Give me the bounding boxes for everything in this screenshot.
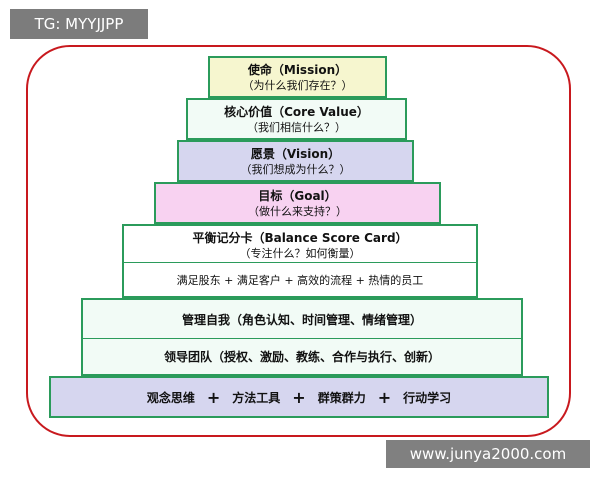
tier-vision: 愿景（Vision） （我们想成为什么？） [177,140,414,182]
core-value-question: （我们相信什么？） [247,120,346,134]
vision-title: 愿景（Vision） [250,146,341,161]
balance-perspectives: 满足股东 + 满足客户 + 高效的流程 + 热情的员工 [176,274,424,287]
tier-mission: 使命（Mission） （为什么我们存在？） [208,56,387,98]
base-item-mindset: 观念思维 [146,390,195,405]
plus-sign: + [292,387,306,407]
base-item-collective: 群策群力 [317,390,366,405]
tier-goal: 目标（Goal） （做什么来支持？） [154,182,441,224]
tier-core-value: 核心价值（Core Value） （我们相信什么？） [186,98,407,140]
plus-sign: + [206,387,221,407]
manage-divider [83,338,521,339]
rounded-frame [26,45,571,437]
goal-question: （做什么来支持？） [248,204,347,218]
lead-team-line: 领导团队（授权、激励、教练、合作与执行、创新） [163,349,440,364]
vision-question: （我们想成为什么？） [240,162,351,176]
tier-self-and-team: 管理自我（角色认知、时间管理、情绪管理） 领导团队（授权、激励、教练、合作与执行… [81,298,523,376]
balance-divider [124,262,476,263]
tier-base: 观念思维 + 方法工具 + 群策群力 + 行动学习 [49,376,549,418]
base-item-methods: 方法工具 [232,390,281,405]
mission-title: 使命（Mission） [247,62,348,77]
balance-title: 平衡记分卡（Balance Score Card） [192,230,408,245]
balance-question: （专注什么？如何衡量） [239,246,361,260]
base-item-action-learning: 行动学习 [403,390,452,405]
plus-sign: + [377,387,392,407]
channel-tag: TG: MYYJJPP [10,9,148,39]
watermark: www.junya2000.com [386,440,590,468]
core-value-title: 核心价值（Core Value） [224,104,369,119]
manage-self-line: 管理自我（角色认知、时间管理、情绪管理） [181,312,422,327]
goal-title: 目标（Goal） [258,188,337,203]
mission-question: （为什么我们存在？） [242,78,353,92]
tier-balance-score-card: 平衡记分卡（Balance Score Card） （专注什么？如何衡量） 满足… [122,224,478,298]
